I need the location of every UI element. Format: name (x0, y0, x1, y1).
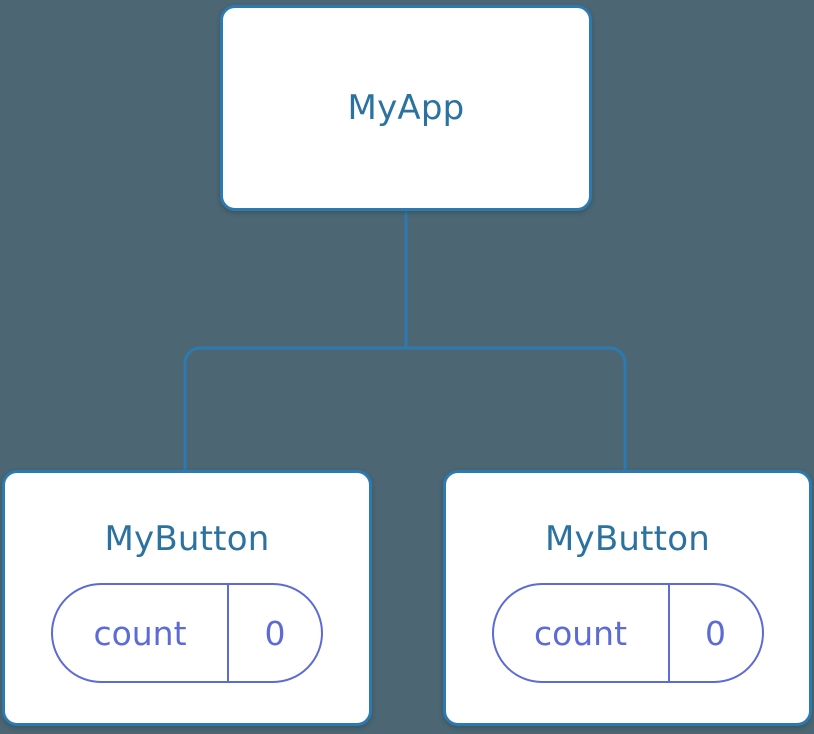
node-mybutton-2[interactable]: MyButton count 0 (443, 470, 812, 726)
edge-root-to-children (183, 210, 627, 470)
node-title: MyButton (545, 519, 710, 559)
state-value: 0 (227, 585, 321, 681)
state-value: 0 (667, 585, 762, 681)
state-key: count (533, 613, 628, 653)
state-key: count (93, 613, 187, 653)
node-mybutton-1[interactable]: MyButton count 0 (2, 470, 372, 726)
state-pill[interactable]: count 0 (491, 583, 764, 683)
state-pill[interactable]: count 0 (51, 583, 323, 683)
node-myapp[interactable]: MyApp (220, 5, 592, 211)
node-title: MyButton (104, 519, 270, 559)
node-title: MyApp (347, 88, 465, 128)
